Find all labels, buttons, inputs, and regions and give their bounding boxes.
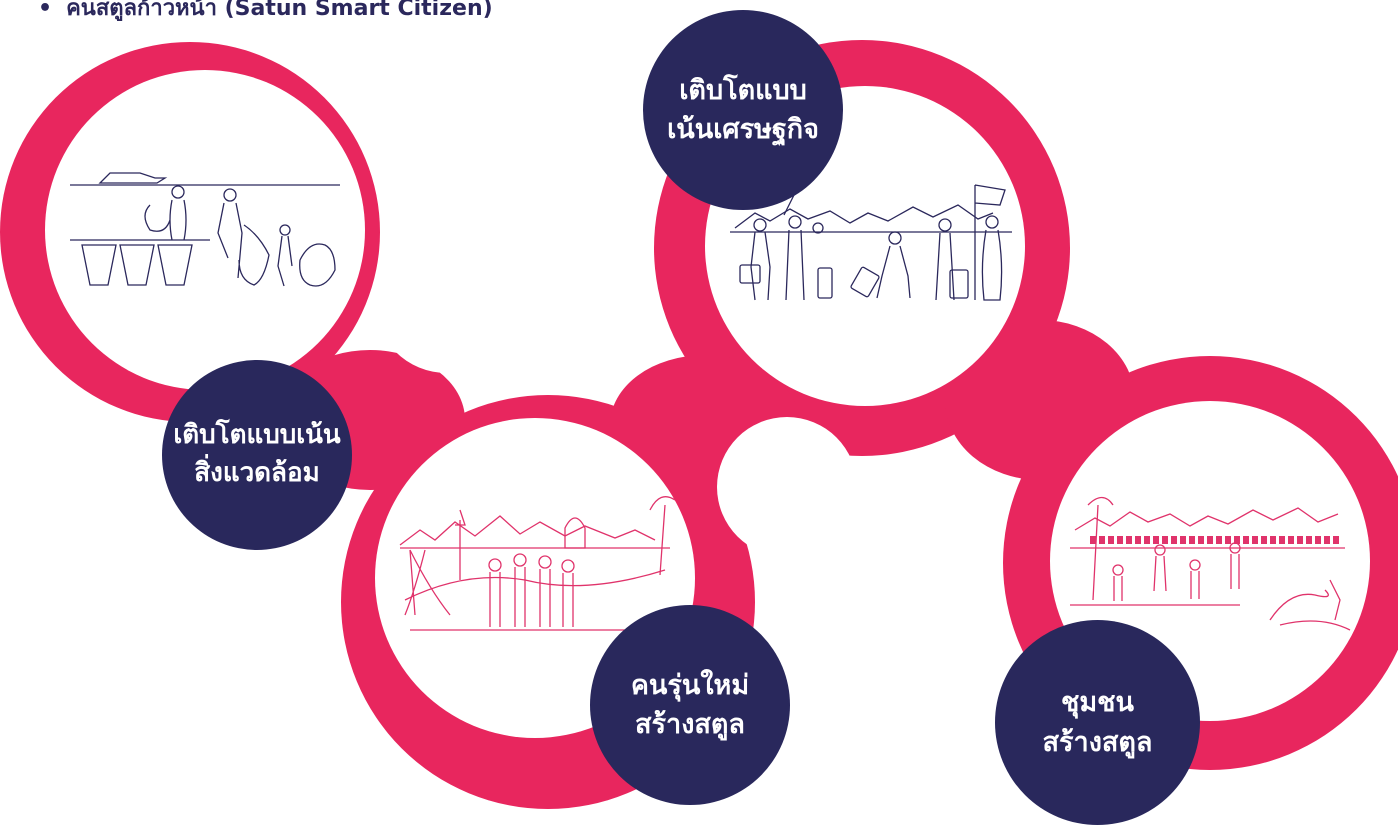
group-of-youth (488, 553, 575, 627)
badge-economy-line-1: เติบโตแบบ (679, 74, 807, 106)
badge-environment-line-1: เติบโตแบบเน้น (173, 420, 341, 451)
badge-economy-line-2: เน้นเศรษฐกิจ (667, 114, 819, 145)
badge-community: ชุมชน สร้างสตูล (995, 620, 1200, 825)
illustration-economy (730, 184, 1012, 301)
heading-bullet: • (38, 0, 53, 21)
badge-environment: เติบโตแบบเน้น สิ่งแวดล้อม (162, 360, 352, 550)
badge-community-line-1: ชุมชน (1061, 687, 1134, 719)
badge-youth-line-2: สร้างสตูล (635, 709, 745, 740)
badge-economy: เติบโตแบบ เน้นเศรษฐกิจ (643, 10, 843, 210)
badge-environment-line-2: สิ่งแวดล้อม (194, 458, 320, 488)
illustration-community (1070, 496, 1351, 631)
badge-youth-line-1: คนรุ่นใหม่ (630, 669, 750, 701)
section-heading: • คนสตูลก้าวหน้า (Satun Smart Citizen) (38, 0, 493, 25)
badge-community-line-2: สร้างสตูล (1042, 726, 1153, 758)
illustration-youth (399, 496, 676, 631)
illustration-environment (70, 172, 340, 287)
heading-text: คนสตูลก้าวหน้า (Satun Smart Citizen) (66, 0, 493, 21)
badge-youth: คนรุ่นใหม่ สร้างสตูล (590, 605, 790, 805)
